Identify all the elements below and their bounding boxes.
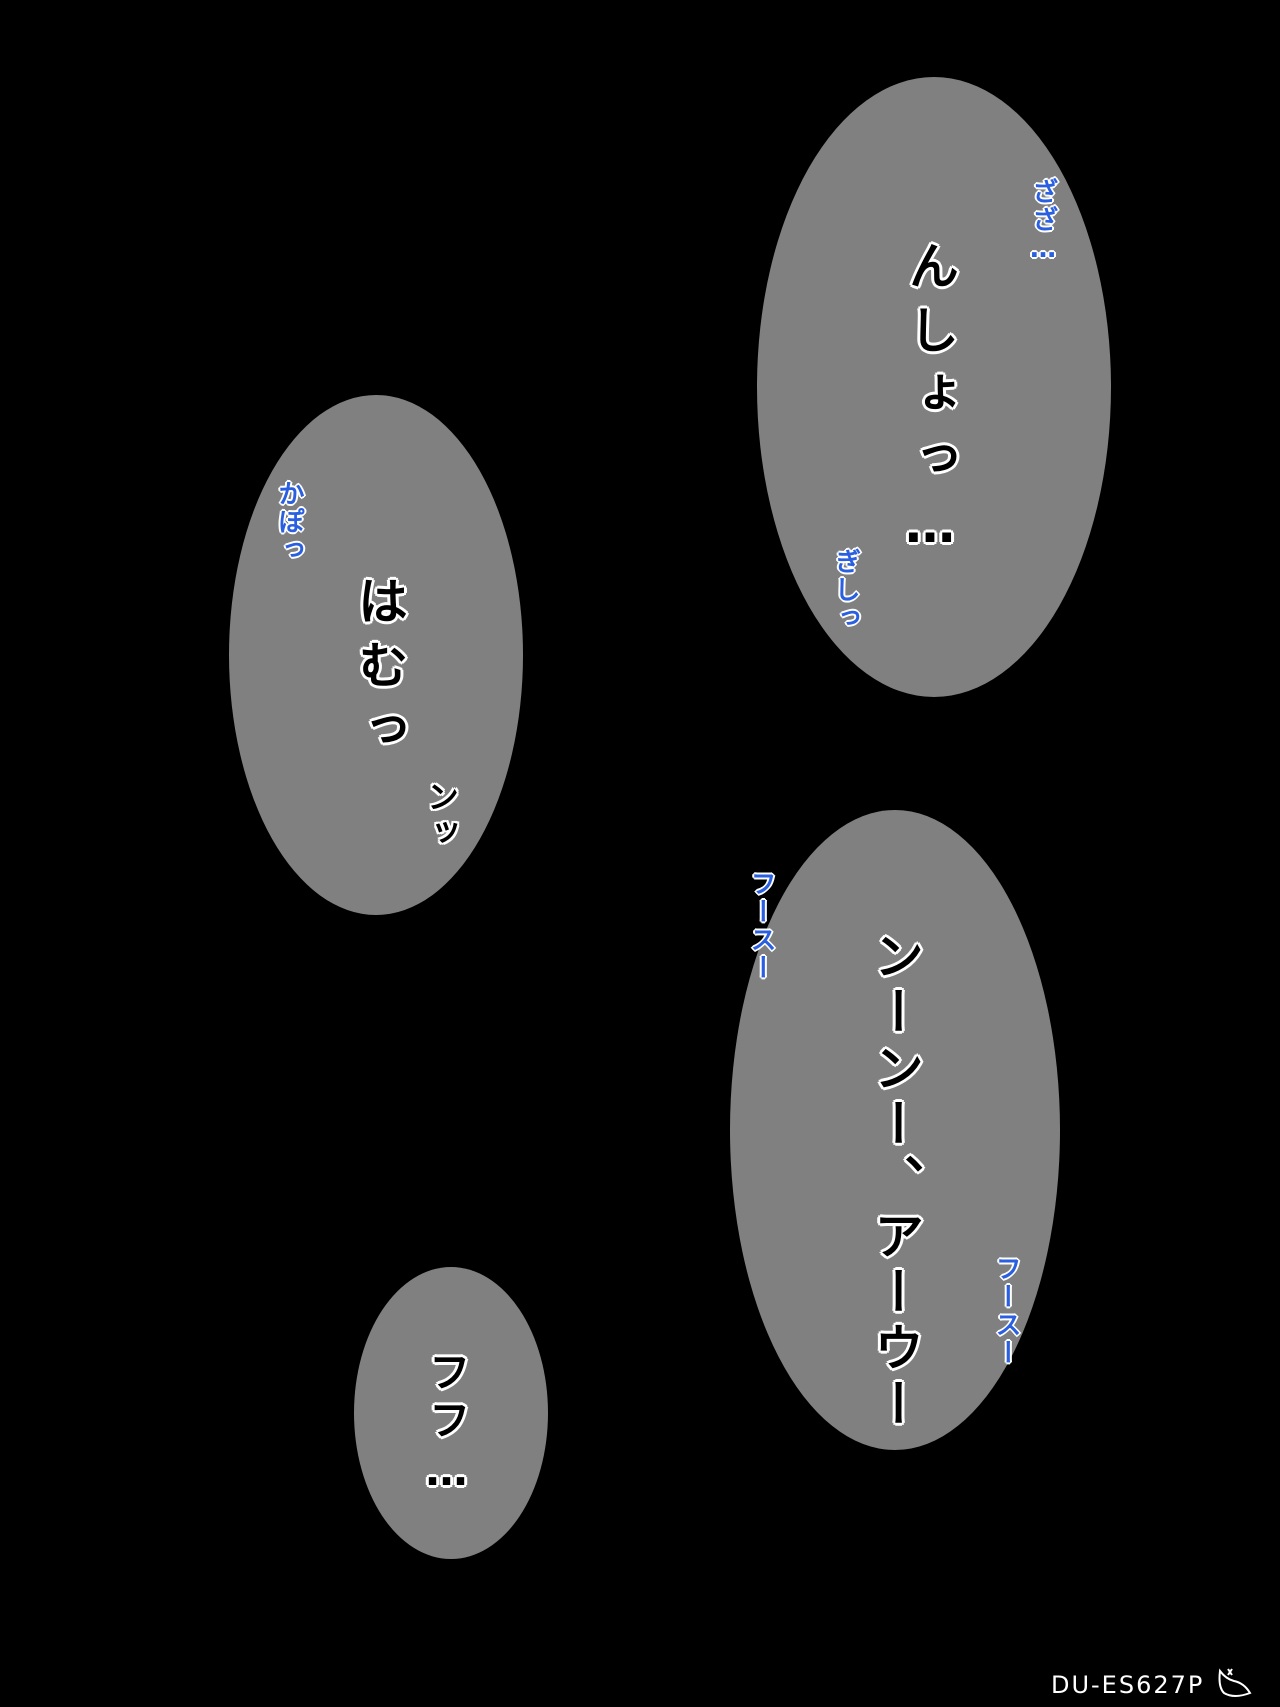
speech-bubble-bottom-right xyxy=(730,810,1060,1450)
sfx-zaza: ざざ… xyxy=(1028,178,1058,266)
signature-mark-icon xyxy=(1218,1668,1252,1697)
speech-bubble-left xyxy=(229,395,523,915)
dialogue-nn-au: ンーンー、アーウー xyxy=(866,930,924,1434)
dialogue-nsho: んしょっ… xyxy=(901,240,959,568)
dialogue-fufu: フフ… xyxy=(422,1350,471,1501)
watermark-text: DU-ES627P xyxy=(1050,1671,1205,1699)
speech-bubble-bottom-small xyxy=(354,1267,548,1559)
speech-bubble-top-right xyxy=(757,77,1111,697)
sfx-gishi: ぎしっ xyxy=(830,548,860,632)
sfx-n: ンッ xyxy=(422,780,460,852)
sfx-fusu-left: フースー xyxy=(746,870,776,982)
dialogue-hamu: はむっ xyxy=(350,575,408,767)
sfx-fusu-right: フースー xyxy=(991,1255,1021,1367)
sfx-kapo: かぽっ xyxy=(274,480,304,564)
watermark: DU-ES627P xyxy=(1051,1665,1256,1699)
